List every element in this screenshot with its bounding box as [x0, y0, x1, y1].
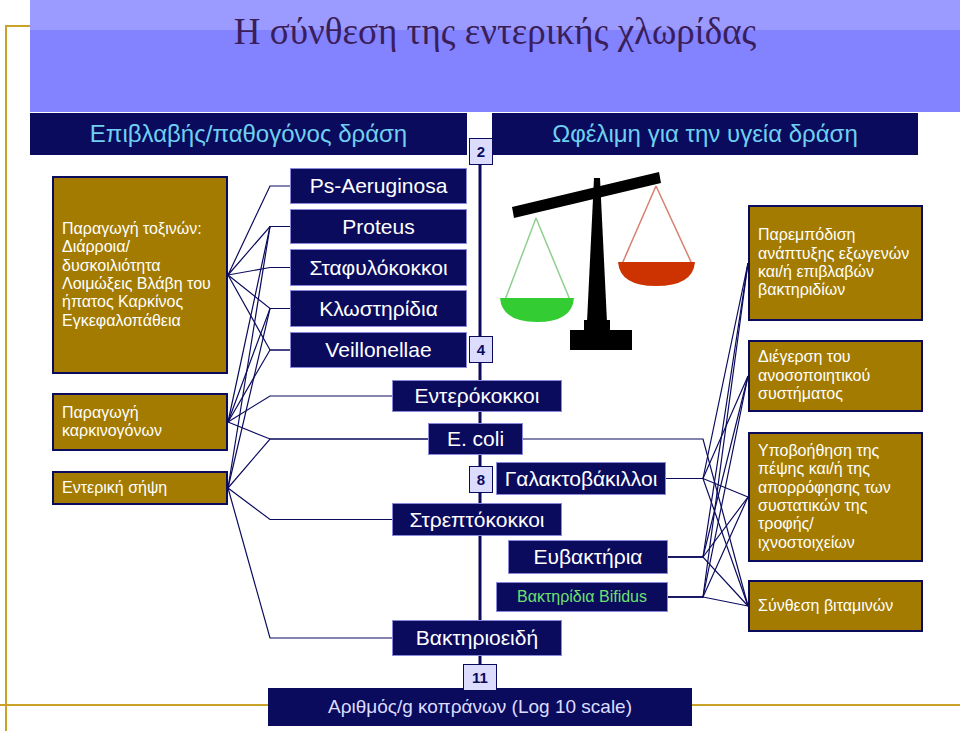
box-text: E. coli [447, 427, 504, 451]
effect-box: Παραγωγή τοξινών: Διάρροια/ δυσκοιλιότητ… [52, 176, 228, 374]
box-text: Επιβλαβής/παθογόνος δράση [90, 120, 407, 148]
connector-line [228, 309, 290, 489]
connector-line [668, 376, 748, 557]
bacteria-box: Ευβακτήρια [508, 540, 668, 574]
benefit-box: Σύνθεση βιταμινών [748, 580, 923, 632]
box-text: Υποβοήθηση της πέψης και/ή της απορρόφησ… [758, 442, 913, 552]
box-text: Βακτηριοειδή [416, 626, 538, 650]
connector-line [228, 268, 290, 276]
connector-line [228, 488, 392, 638]
box-text: Εντερόκοκκοι [415, 384, 540, 408]
connector-line [668, 263, 748, 597]
callout-number: 2 [469, 138, 493, 165]
box-text: Veillonellae [325, 338, 431, 362]
bacteria-box: Γαλακτοβάκιλλοι [496, 462, 666, 495]
effect-box: Παραγωγή καρκινογόνων [52, 393, 228, 451]
connector-line [228, 186, 290, 275]
box-text: Κλωστηρίδια [319, 297, 438, 321]
connector-line [228, 488, 392, 520]
box-text: Παραγωγή τοξινών: Διάρροια/ δυσκοιλιότητ… [62, 220, 218, 330]
bacteria-box: Ps-Aeruginosa [290, 168, 467, 204]
benefit-box: Παρεμπόδιση ανάπτυξης εξωγενών και/ή επι… [748, 205, 923, 321]
bacteria-box: Veillonellae [290, 332, 467, 368]
connector-line [668, 597, 748, 606]
box-text: Σύνθεση βιταμινών [758, 597, 893, 615]
bacteria-box: Στρεπτόκοκκοι [392, 503, 562, 536]
axis-line [479, 140, 482, 690]
connector-line [666, 479, 748, 607]
connector-line [228, 422, 428, 439]
box-text: Γαλακτοβάκιλλοι [505, 467, 658, 491]
box-text: Ps-Aeruginosa [310, 174, 448, 198]
title-banner [30, 0, 960, 112]
benefit-box: Υποβοήθηση της πέψης και/ή της απορρόφησ… [748, 432, 923, 562]
connector-line [666, 263, 748, 479]
box-text: Παρεμπόδιση ανάπτυξης εξωγενών και/ή επι… [758, 226, 913, 300]
connector-line [666, 479, 748, 498]
balance-scale [500, 172, 695, 350]
connector-line [228, 439, 428, 488]
callout-number: 8 [469, 466, 493, 493]
connector-line [228, 227, 290, 489]
box-text: Βακτηρίδια Bifidus [517, 588, 647, 606]
box-text: Proteus [342, 215, 414, 239]
connector-line [228, 350, 290, 422]
connector-line [668, 376, 748, 597]
box-text: Εντερική σήψη [62, 479, 167, 497]
connector-line [228, 227, 290, 276]
box-text: Ωφέλιμη για την υγεία δράση [552, 120, 858, 148]
connector-line [668, 263, 748, 557]
connector-line [668, 557, 748, 606]
box-text: Αριθμός/g κοπράνων (Log 10 scale) [328, 696, 632, 718]
box-text: Σταφυλόκοκκοι [309, 256, 447, 280]
section-header: Επιβλαβής/παθογόνος δράση [30, 113, 467, 155]
bacteria-box: Βακτηρίδια Bifidus [496, 582, 668, 612]
bacteria-box: Σταφυλόκοκκοι [290, 249, 467, 286]
axis-label: Αριθμός/g κοπράνων (Log 10 scale) [268, 688, 692, 726]
connector-line [228, 227, 290, 423]
connector-line [668, 497, 748, 597]
callout-number: 11 [463, 664, 497, 691]
effect-box: Εντερική σήψη [52, 471, 228, 505]
bacteria-box: Εντερόκοκκοι [392, 380, 562, 412]
box-text: Διέγερση του ανοσοποιητικού συστήματος [758, 348, 913, 403]
section-header: Ωφέλιμη για την υγεία δράση [492, 113, 918, 155]
box-text: Παραγωγή καρκινογόνων [62, 404, 218, 441]
connector-line [668, 497, 748, 557]
box-text: Στρεπτόκοκκοι [409, 508, 544, 532]
box-text: Ευβακτήρια [534, 545, 643, 569]
frame-line [6, 26, 30, 731]
bacteria-box: Proteus [290, 209, 467, 244]
bacteria-box: E. coli [428, 423, 523, 455]
callout-number: 4 [469, 336, 493, 363]
bacteria-box: Βακτηριοειδή [392, 620, 562, 656]
connector-line [228, 309, 290, 423]
connector-line [228, 396, 392, 422]
diagram-title: Η σύνθεση της εντερικής χλωρίδας [60, 10, 930, 53]
bacteria-box: Κλωστηρίδια [290, 290, 467, 327]
benefit-box: Διέγερση του ανοσοποιητικού συστήματος [748, 340, 923, 412]
